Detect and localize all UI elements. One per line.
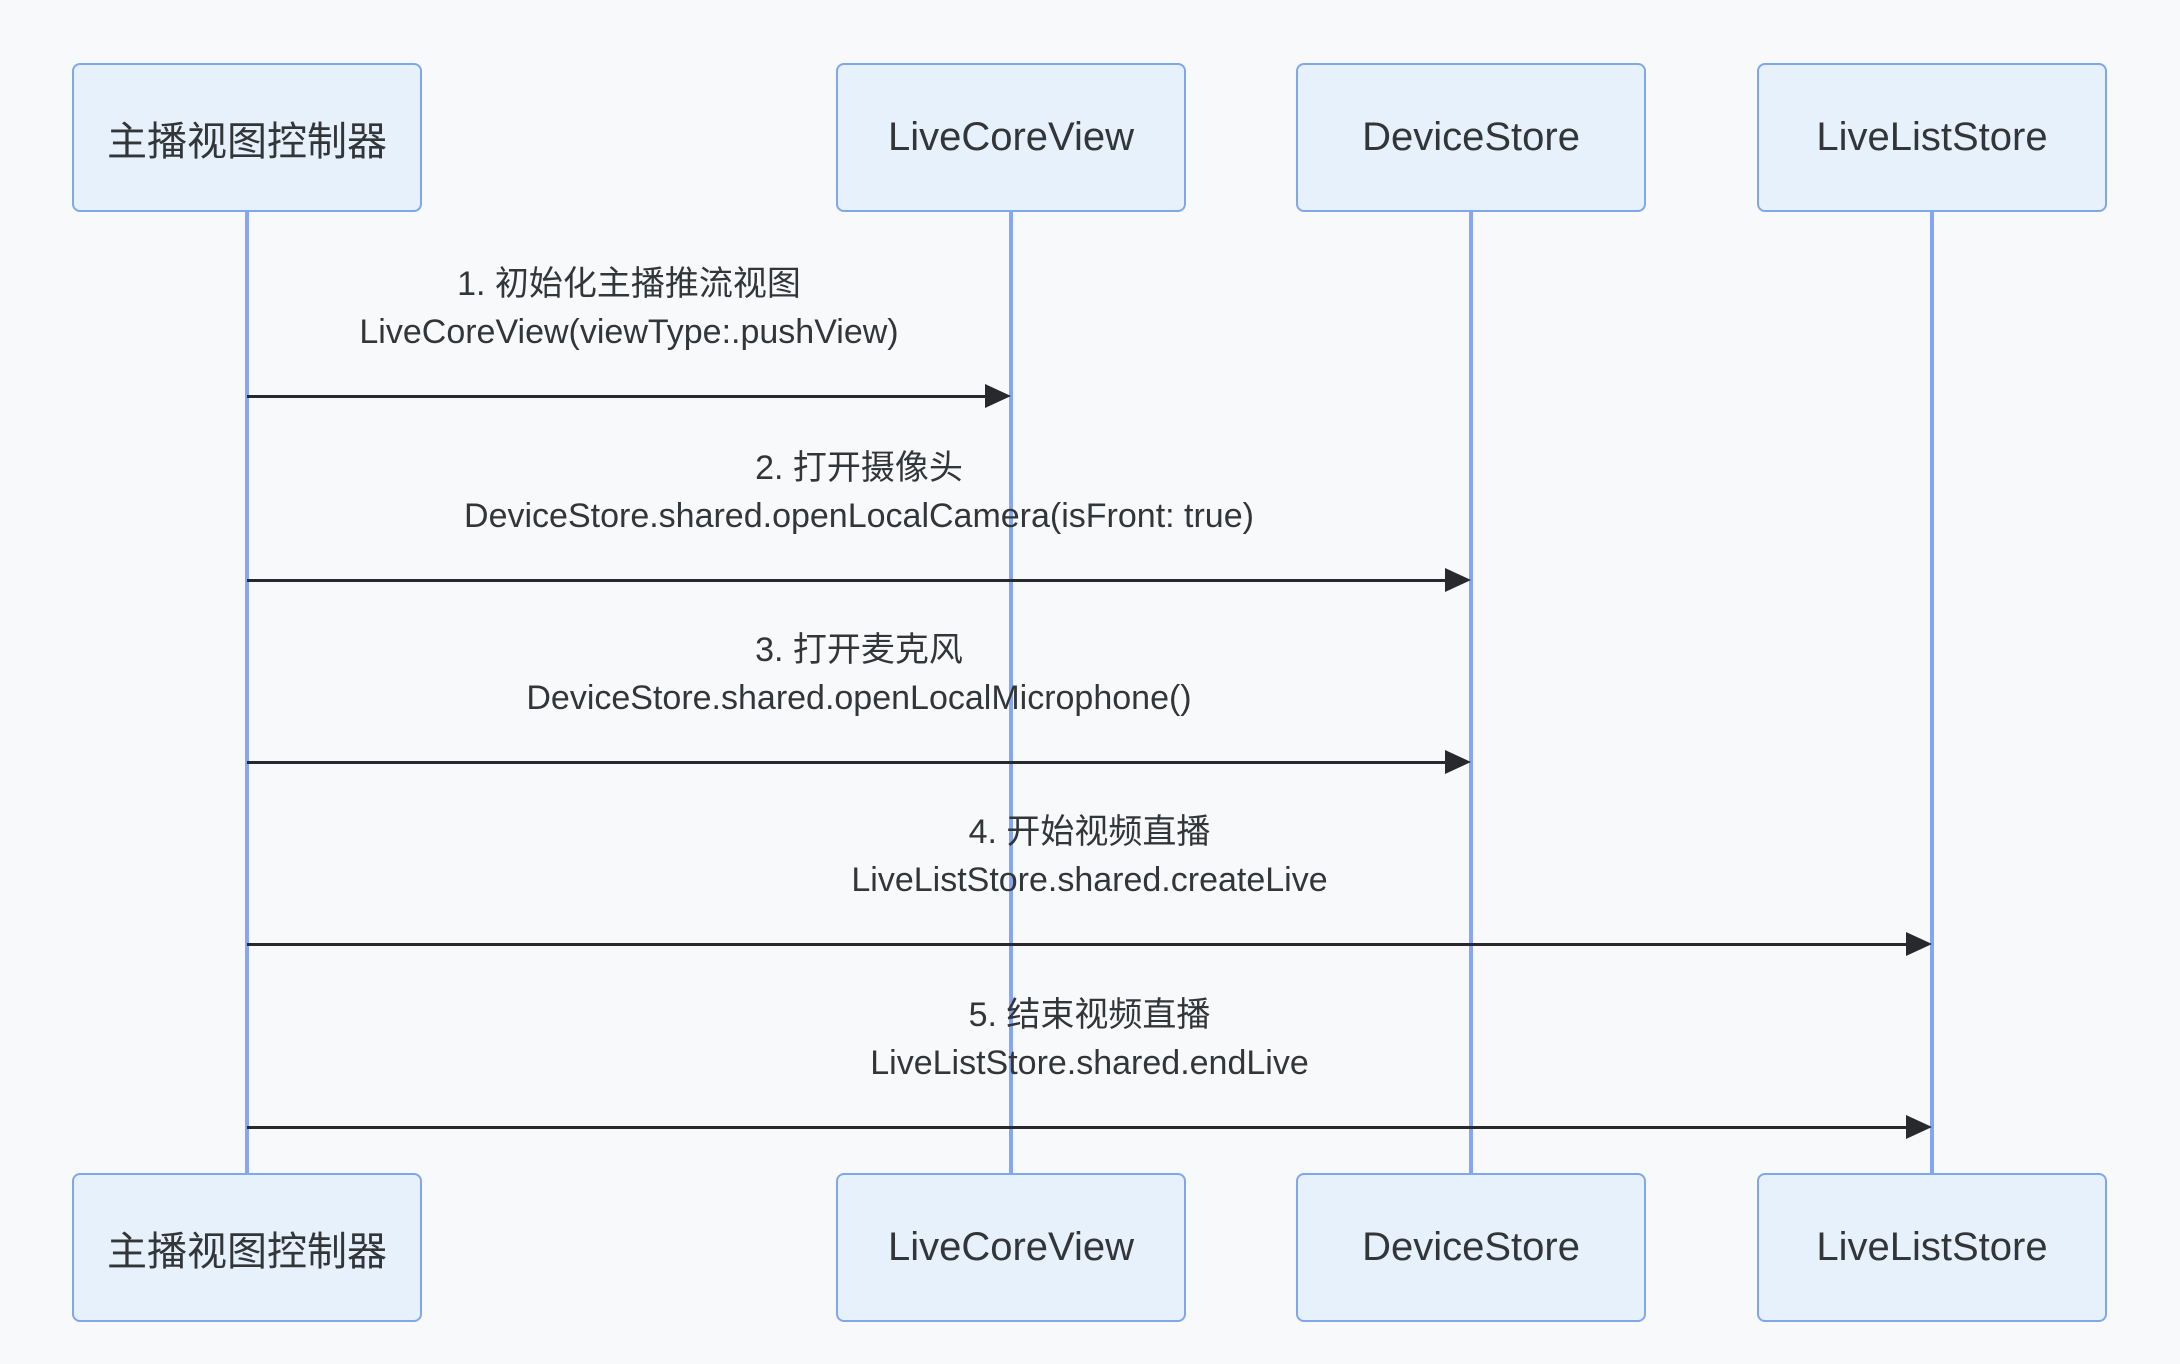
- actor-label: LiveListStore: [1816, 115, 2048, 159]
- lifeline-live-list-store: [1930, 212, 1934, 1173]
- message-5-arrow: [247, 1126, 1908, 1129]
- message-3-arrowhead-icon: [1445, 750, 1471, 774]
- lifeline-anchor-view-controller: [245, 212, 249, 1173]
- message-2-arrowhead-icon: [1445, 568, 1471, 592]
- message-1-arrow: [247, 395, 987, 398]
- lifeline-device-store: [1469, 212, 1473, 1173]
- message-4-title: 4. 开始视频直播: [968, 813, 1211, 851]
- message-4-text: 4. 开始视频直播 LiveListStore.shared.createLiv…: [247, 808, 1932, 904]
- actor-label: DeviceStore: [1362, 115, 1580, 159]
- actor-bottom-device-store: DeviceStore: [1296, 1173, 1646, 1322]
- message-4-arrowhead-icon: [1906, 932, 1932, 956]
- actor-label: LiveListStore: [1816, 1225, 2048, 1269]
- actor-bottom-live-list-store: LiveListStore: [1757, 1173, 2107, 1322]
- message-3-arrow: [247, 761, 1447, 764]
- message-2-arrow: [247, 579, 1447, 582]
- message-1-title: 1. 初始化主播推流视图: [457, 265, 801, 303]
- message-5-arrowhead-icon: [1906, 1115, 1932, 1139]
- message-3-title: 3. 打开麦克风: [755, 631, 963, 669]
- message-5-code: LiveListStore.shared.endLive: [870, 1044, 1309, 1082]
- actor-top-device-store: DeviceStore: [1296, 63, 1646, 212]
- message-5-text: 5. 结束视频直播 LiveListStore.shared.endLive: [247, 991, 1932, 1087]
- lifeline-live-core-view: [1009, 212, 1013, 1173]
- actor-label: 主播视图控制器: [107, 119, 387, 164]
- actor-label: DeviceStore: [1362, 1225, 1580, 1269]
- actor-label: 主播视图控制器: [107, 1229, 387, 1274]
- message-2-code: DeviceStore.shared.openLocalCamera(isFro…: [464, 497, 1254, 535]
- actor-label: LiveCoreView: [887, 115, 1135, 159]
- message-2-text: 2. 打开摄像头 DeviceStore.shared.openLocalCam…: [247, 444, 1471, 540]
- message-4-arrow: [247, 943, 1908, 946]
- actor-top-anchor-view-controller: 主播视图控制器: [72, 63, 422, 212]
- message-2-title: 2. 打开摄像头: [755, 449, 963, 487]
- message-1-text: 1. 初始化主播推流视图 LiveCoreView(viewType:.push…: [247, 260, 1011, 356]
- message-4-code: LiveListStore.shared.createLive: [851, 861, 1328, 899]
- message-1-code: LiveCoreView(viewType:.pushView): [359, 313, 899, 351]
- actor-bottom-anchor-view-controller: 主播视图控制器: [72, 1173, 422, 1322]
- message-5-title: 5. 结束视频直播: [968, 996, 1211, 1034]
- actor-top-live-core-view: LiveCoreView: [836, 63, 1186, 212]
- message-3-code: DeviceStore.shared.openLocalMicrophone(): [526, 679, 1192, 717]
- message-1-arrowhead-icon: [985, 384, 1011, 408]
- message-3-text: 3. 打开麦克风 DeviceStore.shared.openLocalMic…: [247, 626, 1471, 722]
- actor-top-live-list-store: LiveListStore: [1757, 63, 2107, 212]
- actor-bottom-live-core-view: LiveCoreView: [836, 1173, 1186, 1322]
- actor-label: LiveCoreView: [887, 1225, 1135, 1269]
